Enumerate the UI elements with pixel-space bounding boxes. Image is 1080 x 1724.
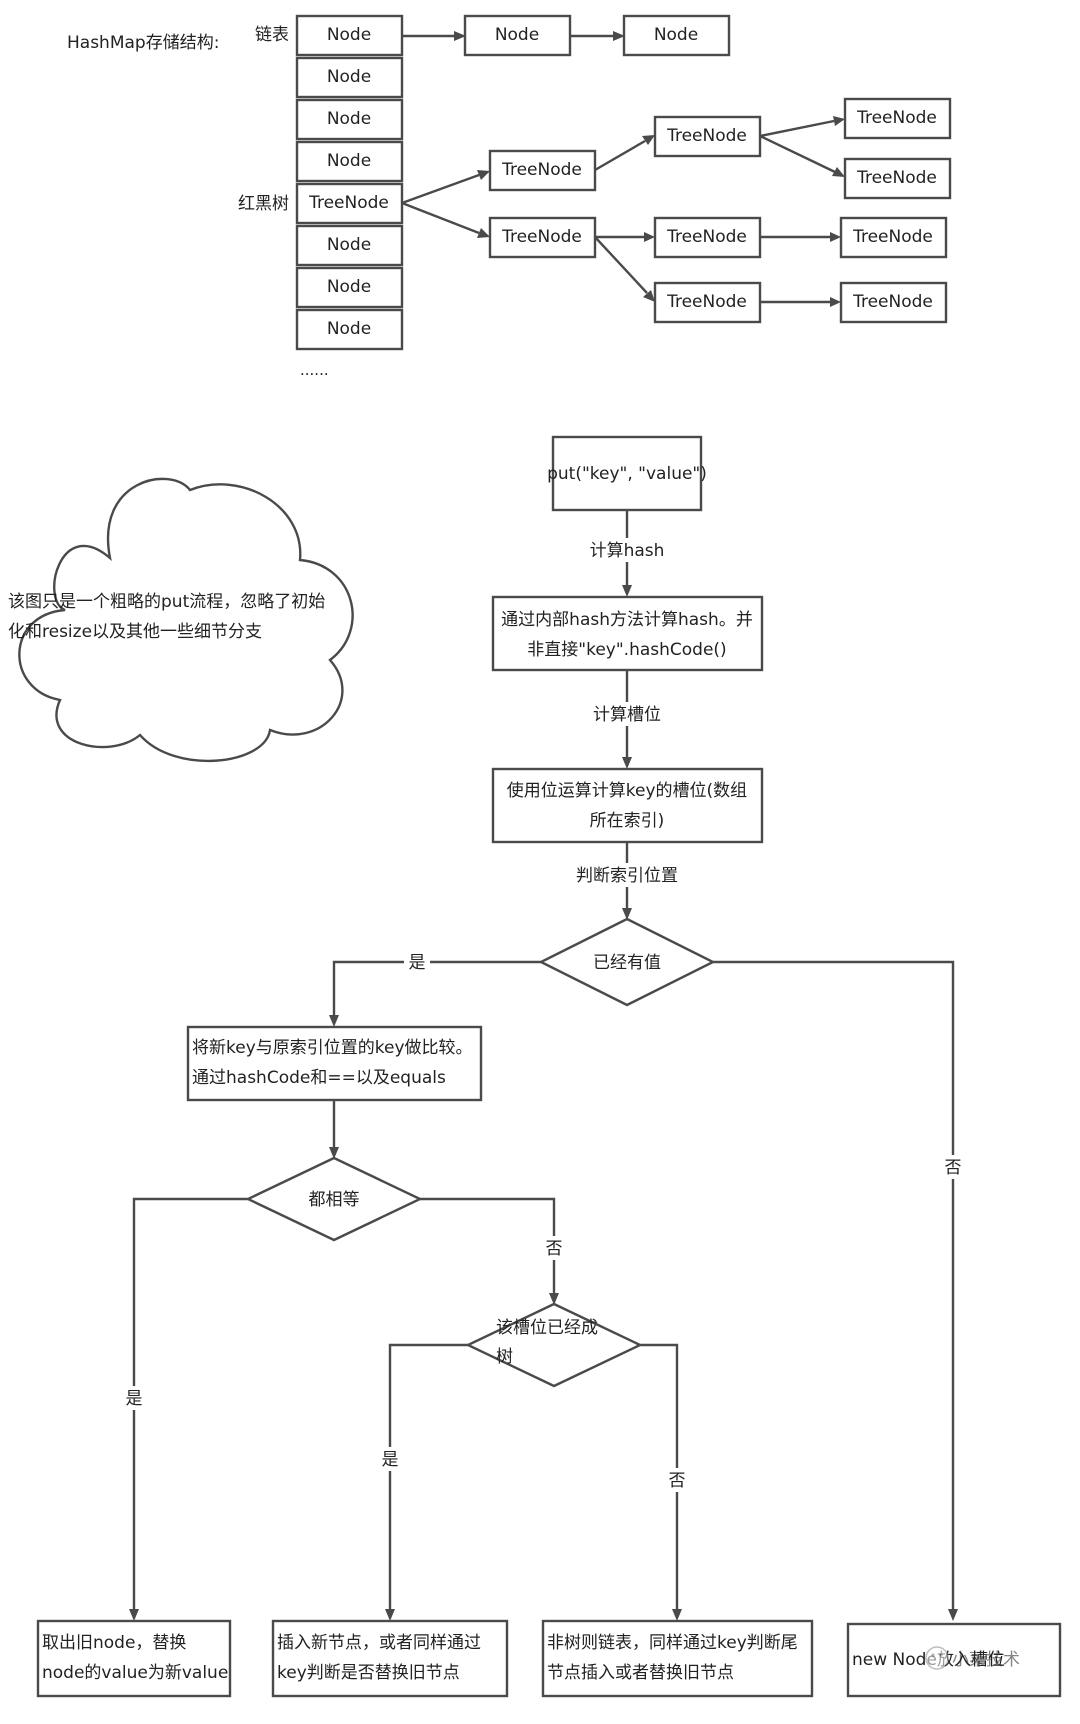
edge-label-compute-hash: 计算hash <box>590 541 665 561</box>
svg-text:小菜技术: 小菜技术 <box>952 1650 1020 1670</box>
svg-text:Node: Node <box>327 109 371 129</box>
edge-label-no: 否 <box>669 1471 686 1491</box>
bucket-cell: Node <box>295 224 404 267</box>
watermark-icon <box>925 1646 949 1670</box>
svg-text:TreeNode: TreeNode <box>501 160 582 180</box>
bucket-cell: Node <box>295 14 404 57</box>
svg-text:TreeNode: TreeNode <box>852 292 933 312</box>
decision-is-tree: 该槽位已经成 树 <box>465 1302 643 1388</box>
watermark: 小菜技术 <box>925 1646 1020 1670</box>
tree-node: TreeNode <box>843 157 952 200</box>
svg-text:Node: Node <box>327 277 371 297</box>
note-cloud <box>18 477 354 763</box>
bucket-cell: Node <box>295 308 404 351</box>
compute-hash-step: 通过内部hash方法计算hash。并 非直接"key".hashCode() <box>491 595 764 672</box>
tree-arrow <box>401 201 490 238</box>
svg-text:TreeNode: TreeNode <box>856 168 937 188</box>
svg-text:Node: Node <box>327 25 371 45</box>
result-tree-insert: 插入新节点，或者同样通过 key判断是否替换旧节点 <box>271 1619 509 1698</box>
svg-text:TreeNode: TreeNode <box>666 292 747 312</box>
bucket-cell: Node <box>295 140 404 183</box>
svg-text:TreeNode: TreeNode <box>852 227 933 247</box>
svg-text:TreeNode: TreeNode <box>666 126 747 146</box>
svg-text:TreeNode: TreeNode <box>666 227 747 247</box>
red-black-tree-label: 红黑树 <box>238 194 289 214</box>
bucket-cell: Node <box>295 266 404 309</box>
svg-text:所在索引): 所在索引) <box>590 811 665 831</box>
tree-arrow <box>759 116 845 138</box>
tree-node: TreeNode <box>488 216 597 259</box>
edge-label-no: 否 <box>945 1158 962 1178</box>
svg-text:取出旧node，替换: 取出旧node，替换 <box>42 1633 186 1653</box>
edge-label-yes: 是 <box>382 1450 399 1470</box>
tree-node: TreeNode <box>488 149 597 192</box>
svg-text:key判断是否替换旧节点: key判断是否替换旧节点 <box>277 1663 460 1683</box>
start-node: put("key", "value") <box>547 435 707 512</box>
bucket-array: Node Node Node Node TreeNode Node Node N… <box>295 14 404 351</box>
svg-text:非直接"key".hashCode(): 非直接"key".hashCode() <box>527 640 726 660</box>
edge-label-check-index: 判断索引位置 <box>576 866 678 886</box>
edge-label-compute-slot: 计算槽位 <box>593 705 661 725</box>
tree-node: TreeNode <box>843 97 952 140</box>
tree-node: TreeNode <box>839 281 948 324</box>
tree-arrow <box>401 170 490 205</box>
result-new-node: new Node放入槽位 <box>846 1622 1062 1698</box>
edge-label-yes: 是 <box>126 1389 143 1409</box>
svg-text:TreeNode: TreeNode <box>308 193 389 213</box>
tree-node: TreeNode <box>653 216 762 259</box>
tree-arrow <box>759 134 845 177</box>
structure-title: HashMap存储结构: <box>67 33 219 53</box>
tree-node: TreeNode <box>653 281 762 324</box>
svg-text:使用位运算计算key的槽位(数组: 使用位运算计算key的槽位(数组 <box>507 780 747 801</box>
svg-text:插入新节点，或者同样通过: 插入新节点，或者同样通过 <box>277 1633 481 1653</box>
decision-has-value: 已经有值 <box>538 917 716 1007</box>
svg-text:Node: Node <box>327 67 371 87</box>
svg-text:通过hashCode和==以及equals: 通过hashCode和==以及equals <box>192 1068 446 1088</box>
svg-text:TreeNode: TreeNode <box>856 108 937 128</box>
compute-slot-step: 使用位运算计算key的槽位(数组 所在索引) <box>491 767 764 844</box>
svg-text:非树则链表，同样通过key判断尾: 非树则链表，同样通过key判断尾 <box>547 1633 798 1653</box>
note-text-line1: 该图只是一个粗略的put流程，忽略了初始 <box>8 592 325 612</box>
result-replace-value: 取出旧node，替换 node的value为新value <box>36 1619 232 1698</box>
svg-text:该槽位已经成: 该槽位已经成 <box>496 1318 598 1338</box>
tree-arrow <box>595 232 655 242</box>
svg-text:Node: Node <box>327 319 371 339</box>
note-text-line2: 化和resize以及其他一些细节分支 <box>8 622 262 642</box>
svg-text:节点插入或者替换旧节点: 节点插入或者替换旧节点 <box>547 1663 734 1683</box>
list-arrow <box>402 31 466 41</box>
svg-text:已经有值: 已经有值 <box>593 953 661 973</box>
svg-text:node的value为新value: node的value为新value <box>42 1663 228 1683</box>
tree-arrow <box>594 135 655 172</box>
tree-arrow <box>594 236 655 302</box>
svg-text:Node: Node <box>327 151 371 171</box>
bucket-cell-tree: TreeNode <box>295 182 404 225</box>
bucket-ellipsis: ...... <box>300 361 329 379</box>
decision-equal: 都相等 <box>245 1156 423 1242</box>
edge-label-yes: 是 <box>409 953 426 973</box>
tree-arrow <box>760 232 841 242</box>
edge-label-no: 否 <box>546 1239 563 1259</box>
list-node: Node <box>463 14 572 57</box>
svg-text:树: 树 <box>496 1347 513 1367</box>
svg-text:Node: Node <box>327 235 371 255</box>
list-arrow <box>570 31 625 41</box>
compare-keys-step: 将新key与原索引位置的key做比较。 通过hashCode和==以及equal… <box>186 1025 483 1102</box>
svg-text:put("key", "value"): put("key", "value") <box>547 464 707 484</box>
tree-node: TreeNode <box>653 115 762 158</box>
linked-list-label: 链表 <box>255 25 289 45</box>
svg-text:Node: Node <box>495 25 539 45</box>
tree-node: TreeNode <box>839 216 948 259</box>
bucket-cell: Node <box>295 56 404 99</box>
list-node: Node <box>622 14 731 57</box>
svg-text:通过内部hash方法计算hash。并: 通过内部hash方法计算hash。并 <box>501 610 753 630</box>
svg-text:将新key与原索引位置的key做比较。: 将新key与原索引位置的key做比较。 <box>192 1038 473 1058</box>
bucket-cell: Node <box>295 98 404 141</box>
result-list-insert: 非树则链表，同样通过key判断尾 节点插入或者替换旧节点 <box>541 1619 814 1698</box>
tree-arrow <box>760 297 841 307</box>
svg-text:TreeNode: TreeNode <box>501 227 582 247</box>
svg-text:都相等: 都相等 <box>309 1190 360 1210</box>
svg-text:Node: Node <box>654 25 698 45</box>
